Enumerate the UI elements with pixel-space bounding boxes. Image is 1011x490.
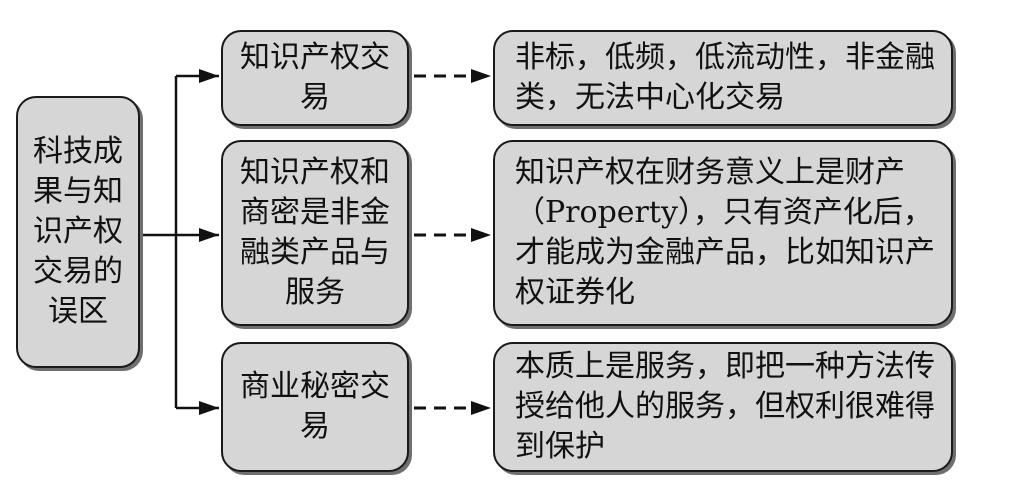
description-node-1: 非标，低频，低流动性，非金融类，无法中心化交易: [493, 30, 953, 126]
category-node-3: 商业秘密交易: [221, 342, 409, 472]
description-node-3: 本质上是服务，即把一种方法传授给他人的服务，但权利很难得到保护: [493, 342, 953, 472]
description-node-3-text: 本质上是服务，即把一种方法传授给他人的服务，但权利很难得到保护: [515, 349, 935, 464]
root-node: 科技成果与知识产权交易的误区: [16, 96, 140, 368]
description-node-2: 知识产权在财务意义上是财产（Property），只有资产化后，才能成为金融产品，…: [493, 140, 953, 326]
category-node-1: 知识产权交易: [221, 30, 409, 126]
category-node-3-text: 商业秘密交易: [240, 369, 390, 444]
root-node-text: 科技成果与知识产权交易的误区: [33, 134, 123, 329]
description-node-1-text: 非标，低频，低流动性，非金融类，无法中心化交易: [515, 40, 935, 115]
category-node-2: 知识产权和商密是非金融类产品与服务: [221, 140, 409, 326]
description-node-2-text: 知识产权在财务意义上是财产（Property），只有资产化后，才能成为金融产品，…: [515, 155, 935, 310]
category-node-1-text: 知识产权交易: [240, 40, 390, 115]
category-node-2-text: 知识产权和商密是非金融类产品与服务: [240, 155, 390, 310]
